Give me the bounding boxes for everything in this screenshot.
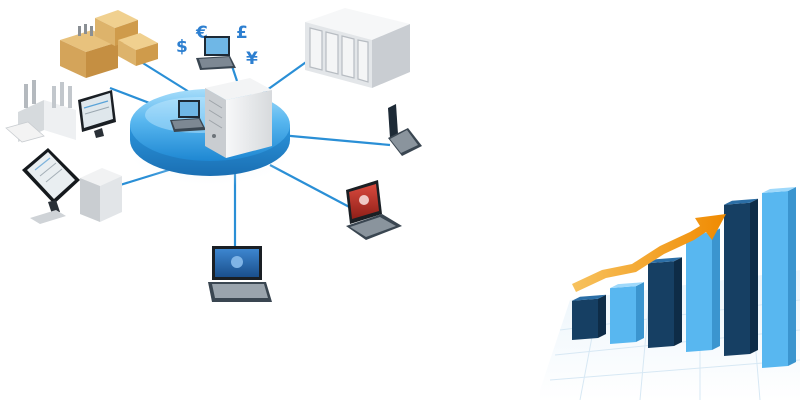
chart-bar — [762, 191, 788, 368]
chart-bar — [572, 298, 598, 340]
currency-laptop-icon — [196, 36, 236, 70]
chart-bar-top — [610, 282, 644, 289]
trend-arrow-icon — [572, 214, 726, 292]
server-rack-icon — [305, 8, 410, 88]
monitor-icon — [78, 90, 116, 138]
tower-pc-icon — [80, 168, 122, 222]
central-server-icon — [205, 78, 272, 158]
chart-bar-side — [712, 228, 720, 350]
chart-bar-side — [674, 257, 682, 346]
chart-bar-top — [724, 198, 758, 205]
bar-chart-icon — [540, 187, 800, 400]
laptop-bottom-icon — [208, 246, 272, 302]
chart-bar-side — [636, 282, 644, 342]
chart-bar — [724, 202, 750, 356]
chart-bar-top — [572, 294, 606, 301]
laptop-right-icon — [388, 104, 422, 156]
laptop-alert-icon — [346, 180, 402, 240]
yen-icon: ¥ — [246, 49, 258, 69]
chart-bars — [572, 187, 796, 368]
desktop-monitor-icon — [22, 148, 80, 224]
hub-laptop-icon — [170, 100, 206, 132]
box-icon — [60, 10, 158, 78]
chart-bar-side — [750, 198, 758, 354]
chart-bar — [686, 232, 712, 352]
chart-bar — [648, 261, 674, 348]
chart-bar-top — [762, 187, 796, 193]
factory-icon — [5, 80, 76, 143]
chart-bar-side — [788, 187, 796, 366]
dollar-icon: $ — [176, 37, 188, 57]
chart-bar — [610, 286, 636, 344]
chart-bar-side — [598, 294, 606, 338]
pound-icon: £ — [236, 23, 248, 43]
chart-bar-top — [648, 257, 682, 264]
